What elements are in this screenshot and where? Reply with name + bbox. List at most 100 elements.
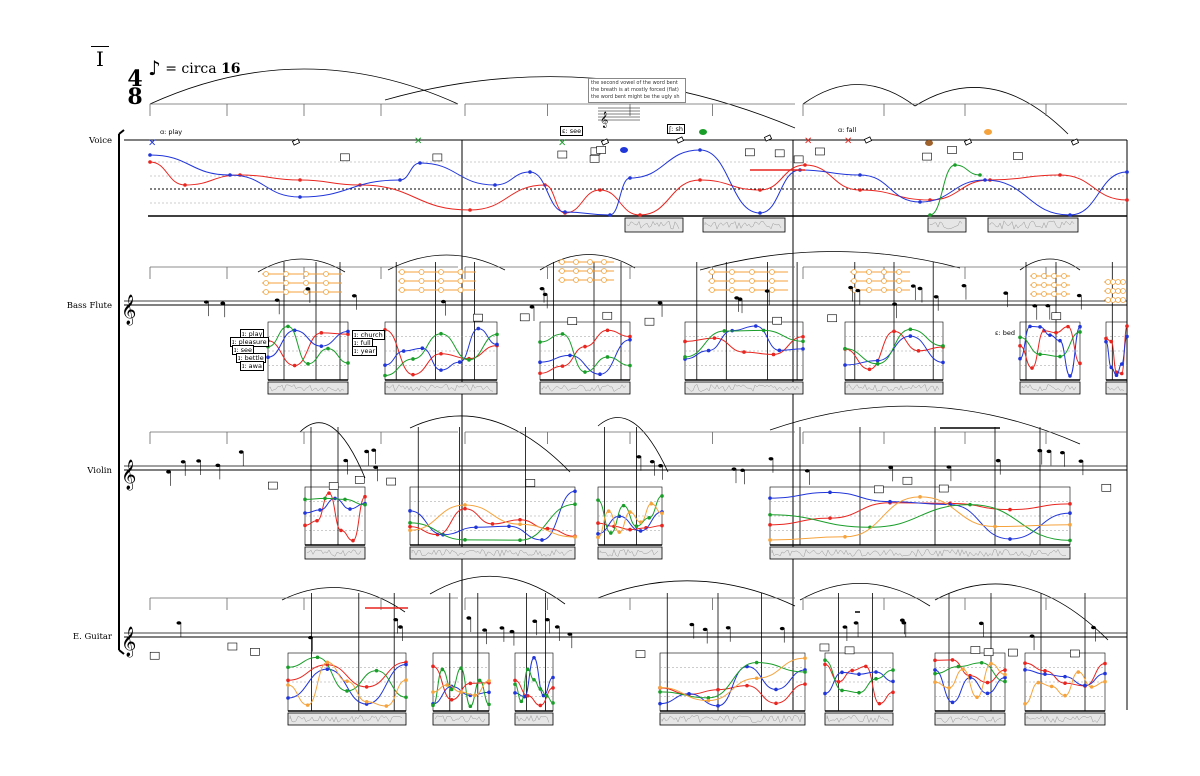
fingering-key-icon <box>263 271 269 277</box>
boxed-annotation <box>328 482 339 490</box>
contour-point-green <box>801 339 805 344</box>
fingering-key-icon <box>559 259 565 265</box>
contour-point-red <box>768 523 772 527</box>
contour-line-blue <box>769 491 1071 540</box>
contour-point-blue <box>768 496 772 500</box>
contour-point-blue <box>319 344 324 348</box>
contour-point-red <box>823 662 827 667</box>
boxed-annotation <box>970 646 981 654</box>
contour-point-red <box>538 703 543 708</box>
contour-point-orange <box>649 501 654 506</box>
boxed-annotation <box>819 643 830 652</box>
contour-point-blue <box>1125 334 1129 339</box>
fingering-key-icon <box>1115 279 1121 285</box>
voice-contour-point-blue <box>983 178 987 182</box>
contour-point-blue <box>1023 668 1027 672</box>
phrase-slur <box>149 68 459 105</box>
boxed-annotation <box>793 155 804 164</box>
notehead <box>532 619 538 623</box>
voice-contour-point-red <box>148 160 152 164</box>
contour-point-green <box>823 658 827 663</box>
contour-point-green <box>411 357 415 361</box>
boxed-annotation <box>227 642 238 651</box>
contour-point-green <box>843 346 847 351</box>
fingering-key-icon <box>418 287 425 293</box>
contour-point-green <box>683 355 687 359</box>
notehead <box>649 460 655 464</box>
noise-box <box>659 712 806 726</box>
boxed-annotation <box>149 651 160 660</box>
boxed-annotation <box>519 313 530 322</box>
voice-contour-point-blue <box>418 161 422 165</box>
contour-point-orange <box>473 693 477 698</box>
x-notehead-icon: ✕ <box>804 136 812 147</box>
fingering-key-icon <box>1051 291 1057 297</box>
fingering-key-icon <box>881 287 887 293</box>
fingering-key-icon <box>749 269 755 275</box>
fingering-key-icon <box>769 287 775 293</box>
fingering-key-icon <box>303 280 309 286</box>
contour-line-blue <box>684 325 804 360</box>
contour-point-green <box>660 494 664 498</box>
noise-box <box>684 381 804 395</box>
contour-point-blue <box>404 662 408 667</box>
contour-point-orange <box>660 511 664 516</box>
notehead <box>888 465 894 470</box>
fingering-key-icon <box>1061 273 1067 279</box>
notehead <box>1076 293 1082 298</box>
contour-point-green <box>467 358 471 362</box>
contour-point-red <box>1125 324 1129 328</box>
contour-point-blue <box>303 511 307 515</box>
diamond-notehead-icon <box>600 138 610 146</box>
noise-box <box>1024 712 1106 726</box>
fingering-key-icon <box>729 287 735 293</box>
contour-point-blue <box>950 700 955 705</box>
notehead <box>364 449 369 454</box>
contour-point-red <box>327 491 331 495</box>
contour-point-green <box>658 690 662 694</box>
notehead <box>917 286 923 291</box>
voice-contour-point-red <box>183 183 187 187</box>
phrase-slur <box>934 583 1109 641</box>
contour-line-green <box>934 662 1006 682</box>
contour-point-blue <box>507 524 511 529</box>
fingering-key-icon <box>303 271 309 277</box>
contour-point-blue <box>888 499 892 504</box>
contour-point-green <box>968 502 972 507</box>
noise-waveform <box>936 715 1002 724</box>
diamond-notehead-icon <box>863 136 873 144</box>
notehead <box>779 626 785 631</box>
contour-point-orange <box>445 683 449 687</box>
contour-point-green <box>941 344 945 348</box>
notehead <box>373 465 379 469</box>
contour-point-blue <box>1068 374 1072 378</box>
voice-contour-point-green <box>953 163 957 167</box>
contour-point-green <box>1058 354 1062 359</box>
fingering-key-icon <box>1061 291 1067 297</box>
contour-point-green <box>477 678 482 683</box>
notehead <box>238 450 244 454</box>
contour-point-green <box>468 704 473 709</box>
colored-notehead <box>699 129 707 135</box>
voice-contour-point-blue <box>298 195 302 199</box>
boxed-annotation <box>815 147 825 156</box>
boxed-annotation <box>602 311 613 320</box>
notehead <box>351 294 357 298</box>
contour-point-red <box>683 339 687 344</box>
noise-waveform <box>289 715 403 723</box>
notehead <box>180 460 186 464</box>
contour-point-green <box>908 327 913 332</box>
contour-point-red <box>771 352 776 357</box>
contour-point-green <box>605 355 610 359</box>
contour-point-red <box>660 523 664 528</box>
contour-point-green <box>634 524 639 529</box>
boxed-annotation <box>745 148 755 157</box>
contour-point-red <box>605 328 610 333</box>
noise-waveform <box>599 548 659 557</box>
system-bracket-cap <box>118 129 125 135</box>
fingering-key-icon <box>1041 291 1047 297</box>
notehead <box>855 288 861 293</box>
contour-point-blue <box>540 538 544 542</box>
notehead <box>539 286 545 291</box>
contour-line-red <box>287 661 407 688</box>
